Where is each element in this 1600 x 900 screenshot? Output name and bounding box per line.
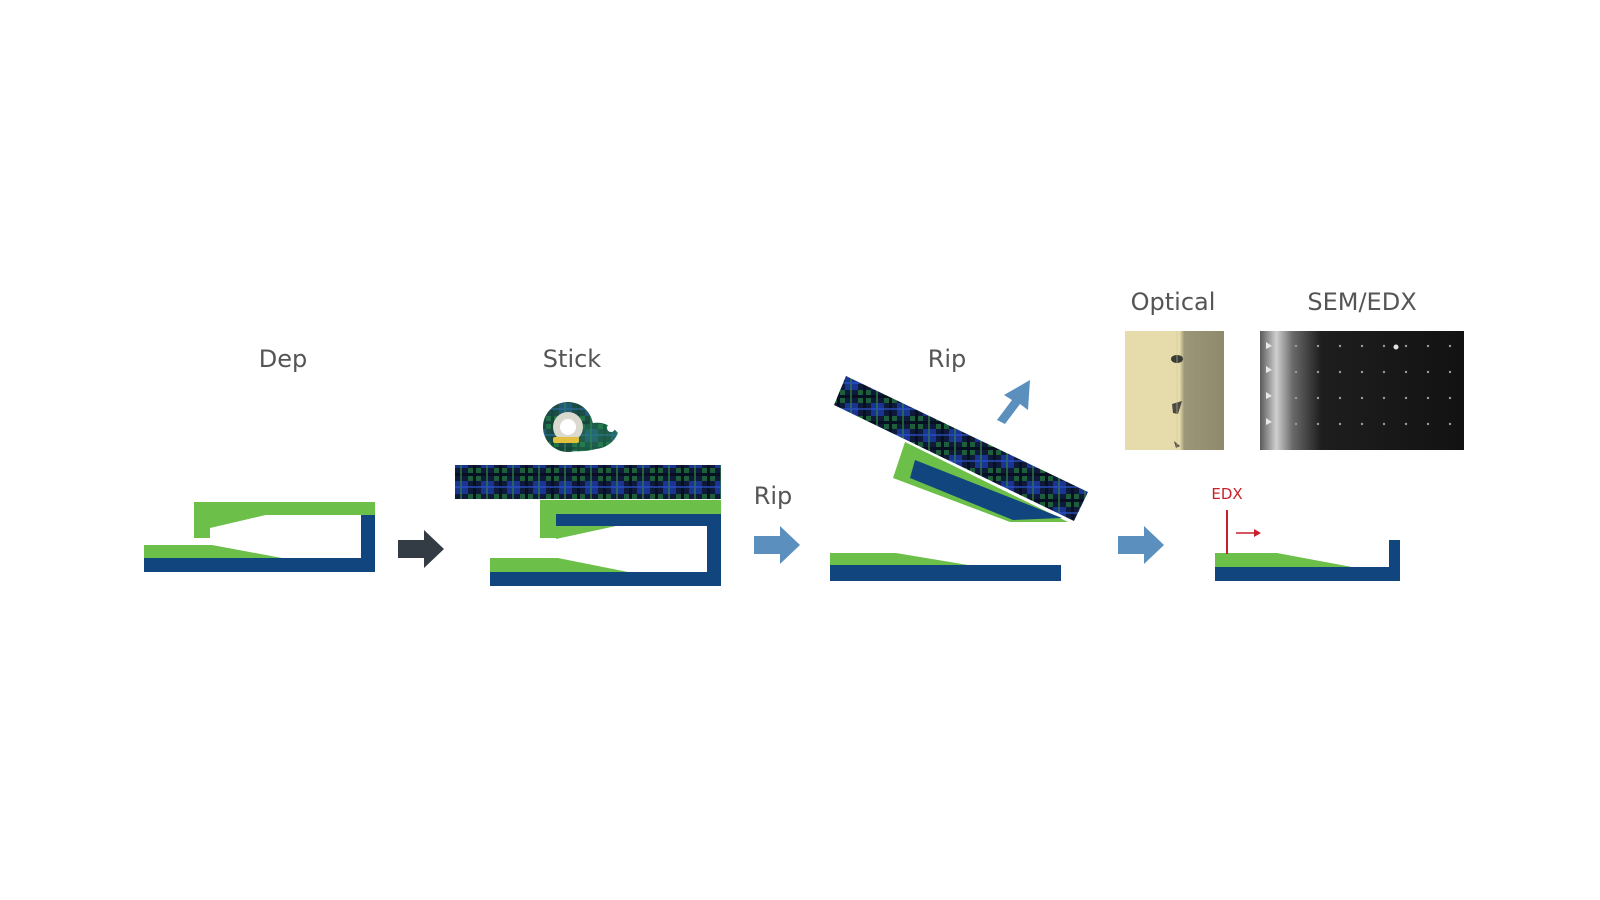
edx-scan-arrow-icon [1236, 529, 1261, 537]
stick-structure [490, 500, 721, 586]
lift-arrow-icon [997, 380, 1030, 424]
rip-substrate [830, 565, 1061, 581]
process-arrow-icon [1118, 526, 1164, 564]
stick-tape-strip [455, 465, 721, 499]
process-arrow-icon [398, 530, 444, 568]
rip-peeled-film [893, 442, 1068, 522]
sem-dots [1294, 344, 1452, 426]
dep-film-top-base [194, 502, 210, 538]
label-optical: Optical [1131, 288, 1216, 316]
label-edx: EDX [1211, 485, 1242, 503]
dep-film-wedge-bottom [144, 545, 282, 558]
label-stick: Stick [543, 345, 602, 373]
stick-film-top [540, 500, 721, 514]
label-rip-step: Rip [928, 345, 967, 373]
rip-film-wedge [830, 553, 968, 565]
stick-substrate [490, 514, 721, 586]
dep-film-wedge-top [194, 514, 270, 528]
edx-substrate [1215, 540, 1400, 581]
rip-peeled-substrate [910, 460, 1062, 520]
edx-film-wedge [1215, 553, 1352, 567]
label-rip-arrow: Rip [754, 482, 793, 510]
tape-dispenser-icon [543, 402, 618, 452]
dep-film-top [194, 502, 375, 515]
process-arrow-icon [754, 526, 800, 564]
label-dep: Dep [259, 345, 307, 373]
rip-tape-strip [834, 376, 1088, 521]
stick-film-top-base [540, 500, 556, 538]
label-sem-edx: SEM/EDX [1307, 288, 1416, 316]
dep-structure [144, 502, 375, 572]
sem-micrograph [1260, 331, 1464, 450]
stick-film-wedge-bottom [490, 558, 628, 572]
optical-micrograph [1125, 331, 1224, 450]
edx-structure [1215, 540, 1400, 581]
stick-film-wedge-top [556, 526, 616, 539]
rip-peeled-tape [834, 376, 1088, 522]
rip-remaining-structure [830, 553, 1061, 581]
